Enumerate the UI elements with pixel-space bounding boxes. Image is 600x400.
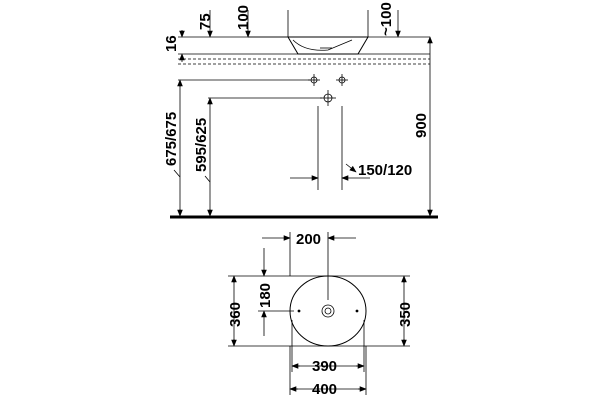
dim-675-pointer [173, 169, 181, 178]
dim-595-625-label: 595/625 [193, 118, 210, 172]
dim-360-label: 360 [227, 302, 244, 327]
mount-point-left [297, 309, 301, 313]
basin-inner-curve [292, 39, 353, 51]
dim-675-675-label: 675/675 [163, 112, 180, 166]
mount-point-right [355, 309, 359, 313]
dim-180-label: 180 [257, 283, 274, 308]
dim-595-pointer [204, 175, 211, 183]
top-view: 200 360 180 350 390 400 [227, 231, 414, 398]
drain-inner-circle [324, 307, 332, 315]
dim-900-label: 900 [413, 113, 430, 138]
dim-16-label: 16 [163, 35, 180, 52]
dim-350-label: 350 [397, 302, 414, 327]
side-view: 75 100 ~100 16 150/120 [163, 2, 438, 219]
dim-150-120-label: 150/120 [358, 162, 412, 179]
basin-bowl-outline [287, 36, 369, 55]
waste-connection-symbols [308, 74, 348, 106]
dim-approx-100-label: ~100 [378, 2, 395, 36]
dim-200-label: 200 [296, 231, 321, 248]
dim-100-label: 100 [235, 5, 252, 30]
drain-outer-circle [321, 304, 335, 318]
dim-75-label: 75 [197, 13, 214, 30]
dim-150-pointer [345, 163, 357, 173]
dim-390-label: 390 [312, 358, 337, 375]
dim-400-label: 400 [312, 381, 337, 398]
